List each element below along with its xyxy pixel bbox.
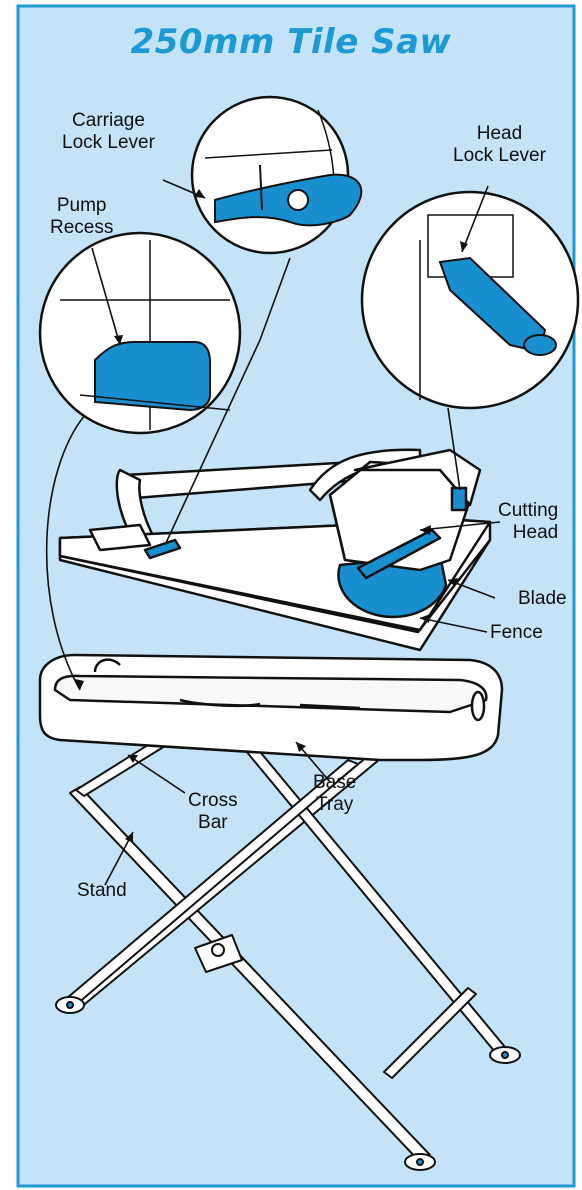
stand-frame [55,664,521,1171]
carriage-lock-detail [190,95,363,255]
label-base-tray-line1: Base [313,772,357,793]
label-carriage-lock-lever-line2: Lock Lever [62,132,155,153]
label-head-lock-lever-line1: Head [476,123,523,144]
label-stand: Stand [77,880,127,901]
label-fence: Fence [490,622,543,643]
label-base-tray-line2: Tray [316,794,354,815]
leader-cutting-head [419,521,501,531]
label-cutting-head: Cutting Head [498,500,558,544]
label-cross-bar-line2: Bar [198,812,228,833]
label-carriage-lock-lever: Carriage Lock Lever [62,110,155,154]
leader-head-lock [461,185,489,253]
head-lock-detail [360,190,580,410]
label-pump-recess-line1: Pump [56,195,107,216]
label-cross-bar: Cross Bar [188,790,238,834]
label-cross-bar-line1: Cross [188,790,238,811]
leader-lines [45,179,501,886]
label-head-lock-lever: Head Lock Lever [453,123,546,167]
pump-recess-detail [38,231,242,435]
leader-pump [91,247,121,346]
label-carriage-lock-lever-line1: Carriage [72,110,145,131]
label-cutting-head-line2: Head [512,522,559,543]
arrowheads [75,189,468,843]
diagram-title: 250mm Tile Saw [130,22,452,62]
label-base-tray: Base Tray [313,772,356,816]
label-head-lock-lever-line2: Lock Lever [453,145,546,166]
leader-fence [419,617,488,633]
label-blade: Blade [518,588,567,609]
leader-stand [104,831,134,886]
saw-body [58,448,492,652]
leader-cross-bar [127,754,186,794]
label-pump-recess-line2: Recess [50,217,114,238]
label-cutting-head-line1: Cutting [498,500,559,521]
label-pump-recess: Pump Recess [50,195,113,239]
base-tray [38,653,504,762]
